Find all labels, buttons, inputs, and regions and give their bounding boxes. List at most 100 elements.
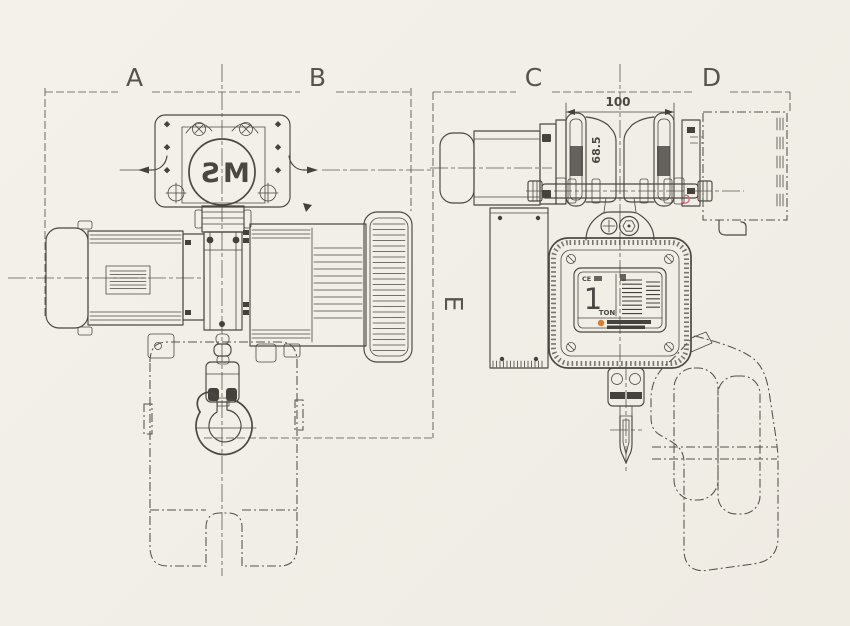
shaft-hanger	[603, 197, 637, 213]
shaft-spacer-3	[639, 178, 649, 204]
panel-bottom-hatch	[492, 360, 543, 368]
brake-fins	[313, 247, 363, 319]
panel-screw-1-icon	[497, 215, 503, 221]
brand-dot-icon	[597, 319, 605, 327]
housing-bolt-3-icon	[243, 302, 249, 307]
ear-bolt-left-cross-icon	[194, 124, 204, 134]
shaft-washer-left	[555, 177, 567, 205]
front-view: C D	[430, 63, 791, 572]
nameplate-dividers	[577, 273, 663, 319]
box-hatch-4	[776, 174, 784, 188]
fan-cover	[363, 211, 413, 363]
logo-disc	[188, 138, 256, 206]
body-clip-left	[147, 333, 175, 359]
dim-label-b: B	[309, 63, 327, 92]
motor-bottom-band	[89, 311, 182, 321]
wheel-tread-right	[623, 116, 655, 203]
gauge-arrow-left-icon	[566, 109, 575, 115]
company-bar-1	[607, 320, 651, 324]
dim-label-e: E	[439, 296, 468, 313]
motor-label-hatch	[109, 270, 147, 289]
spec-text-lines-1	[622, 279, 642, 315]
dim-label-d: D	[702, 63, 722, 92]
top-lug	[585, 211, 655, 241]
nameplate-mark-1-icon	[594, 276, 602, 281]
motor-lug-top	[77, 220, 93, 230]
panel-screw-2-icon	[535, 215, 541, 221]
spec-text-lines-2	[646, 281, 660, 308]
arrow-tail-left	[146, 155, 168, 171]
dimension-gauge: 100	[565, 95, 675, 165]
red-pen-mark	[681, 194, 690, 204]
housing-bolt-1-icon	[243, 230, 249, 235]
control-box-outline	[690, 111, 788, 236]
nameplate: CE 1 TON	[573, 267, 667, 333]
yoke-tab-left	[194, 209, 203, 229]
dim-label-c: C	[525, 63, 543, 92]
wheel-hub-right	[657, 146, 670, 176]
side-panel	[489, 207, 549, 369]
ear-bolt-right-cross-icon	[241, 124, 251, 134]
arrow-head-left-icon	[138, 166, 149, 174]
panel-plate	[489, 207, 549, 369]
phantom-clip-right	[294, 399, 304, 431]
suspension-column	[194, 205, 252, 331]
shaft-washer-right	[673, 177, 685, 205]
chain-container-outline	[650, 335, 779, 572]
lug-bolt-icon	[618, 215, 640, 237]
lug-bolt-hex-icon	[622, 220, 636, 232]
hook-block	[205, 361, 240, 403]
swivel-link	[213, 343, 232, 357]
wheel-hub-left	[570, 146, 583, 176]
hook-front-shank	[619, 405, 633, 417]
housing-bolt-2-icon	[243, 238, 249, 243]
lug-hole-cross-icon	[602, 219, 616, 233]
logo-letter-m: M	[223, 158, 250, 189]
arrow-tail-right	[288, 155, 310, 171]
fan-cover-inner	[369, 217, 409, 357]
capacity-unit: TON	[599, 309, 616, 317]
chain-guide-right	[283, 343, 301, 358]
bracket-hole-pattern	[163, 121, 282, 174]
bracket-outer-plate	[154, 114, 291, 208]
wheel-tread-left	[585, 116, 617, 203]
side-view: A B	[8, 63, 468, 576]
dim-label-a: A	[126, 63, 144, 92]
chain-bag-slot-1	[673, 367, 719, 501]
bracket-bolt-right-cross-icon	[257, 182, 279, 204]
trolley: 100 68.5	[527, 95, 713, 213]
body-face	[560, 249, 680, 357]
box-hatch-2	[776, 136, 784, 150]
ce-mark-label: CE	[582, 275, 591, 283]
travel-flange-bolt-top-icon	[542, 134, 551, 142]
shaft-spacer-1	[567, 178, 577, 204]
gear-housing-body	[249, 223, 367, 347]
bracket-inner-plate	[181, 126, 266, 204]
flange-bolt-bottom-icon	[185, 310, 191, 315]
housing-bottom-band	[251, 329, 311, 339]
travel-flange-bolt-bottom-icon	[542, 190, 551, 198]
dimension-a-b: A B	[44, 63, 412, 316]
logo-letter-s: S	[201, 158, 220, 189]
lug-bolt-center-icon	[627, 224, 631, 228]
box-hatch-3	[776, 155, 784, 169]
control-box	[702, 111, 788, 221]
swivel-neck	[216, 355, 230, 365]
hook-inner-curve	[208, 396, 242, 443]
chain-bag-slot-2	[717, 375, 761, 515]
hoist-body: CE 1 TON	[548, 211, 713, 369]
box-hatch-5	[776, 193, 784, 207]
hook-front	[607, 362, 645, 474]
shaft-spacer-2	[591, 178, 601, 204]
shaft-nut-left	[527, 180, 543, 202]
box-cable-bracket	[718, 219, 747, 236]
hook-tip	[196, 391, 217, 413]
capacity-value: 1	[584, 282, 602, 316]
suspension-level-arrows	[119, 155, 433, 174]
hook-block-bolt-right-icon	[629, 373, 641, 385]
plate-bolt-top-icon	[687, 127, 695, 133]
travel-motor	[439, 123, 557, 206]
gear-housing	[243, 203, 413, 363]
column-yoke	[201, 205, 245, 233]
chain-bag-outline	[650, 335, 779, 572]
